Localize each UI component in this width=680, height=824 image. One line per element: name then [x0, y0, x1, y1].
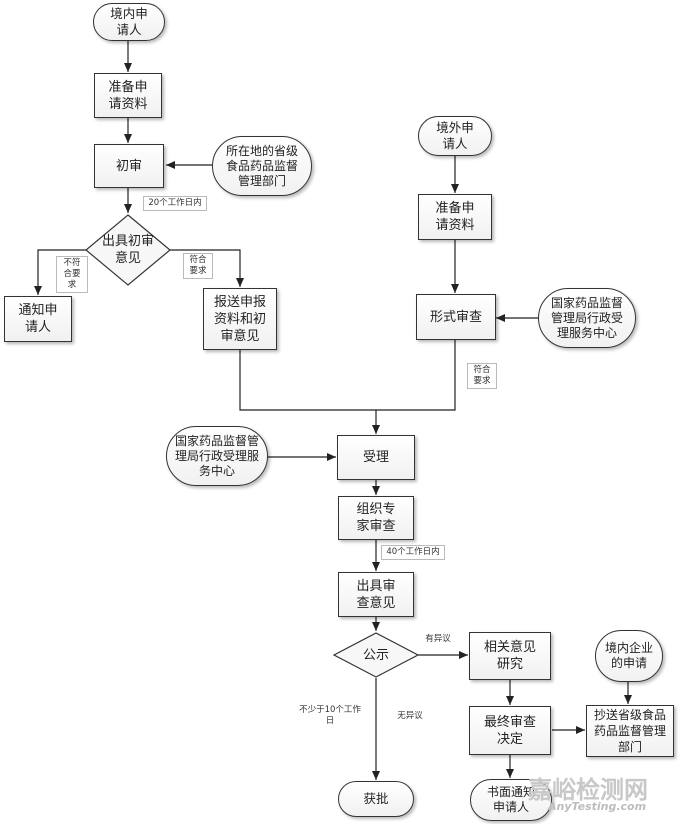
label-not-meet: 不符合要求: [56, 256, 88, 293]
label-min-10-days: 不少于10个工作日: [299, 705, 361, 726]
label-meet-left: 符合要求: [183, 253, 213, 279]
edge-decision-to-notify: [34, 249, 86, 295]
label-meet-right: 符合要求: [467, 363, 497, 389]
node-domestic-enterprise-app: 境内企业的申请: [595, 630, 663, 682]
label-40-days: 40个工作日内: [381, 545, 445, 560]
node-nmpa-center-right: 国家药品监督管理局行政受理服务中心: [538, 288, 636, 348]
node-written-notice: 书面通知申请人: [470, 779, 552, 821]
node-nmpa-center-left: 国家药品监督管理局行政受理服务中心: [166, 426, 268, 486]
node-prepare-materials-left: 准备申请资料: [94, 73, 162, 118]
label-20-days: 20个工作日内: [143, 196, 207, 211]
node-provincial-fda: 所在地的省级食品药品监督管理部门: [212, 136, 312, 196]
node-domestic-applicant: 境内申请人: [93, 3, 165, 41]
node-notify-applicant: 通知申请人: [4, 296, 72, 342]
edge-submit-to-merge: [239, 350, 376, 411]
edge-formal-to-merge: [376, 340, 456, 411]
node-issue-review-opinion: 出具审查意见: [338, 572, 414, 617]
node-acceptance: 受理: [337, 435, 415, 480]
decision-publicity: [332, 632, 420, 678]
node-expert-review: 组织专家审查: [338, 496, 414, 540]
label-objection: 有异议: [425, 634, 451, 644]
node-study-opinions: 相关意见研究: [469, 632, 551, 680]
node-submit-materials: 报送申报资料和初审意见: [203, 288, 277, 350]
node-approval: 获批: [338, 781, 414, 817]
node-formal-review: 形式审查: [416, 294, 496, 340]
node-foreign-applicant: 境外申请人: [418, 116, 492, 156]
node-publicity: 公示: [362, 647, 389, 663]
node-final-decision: 最终审查决定: [469, 706, 551, 755]
node-preliminary-review: 初审: [94, 144, 164, 188]
watermark-brand: 嘉峪检测网: [528, 776, 648, 804]
node-prepare-materials-right: 准备申请资料: [418, 194, 492, 240]
edge-decision-to-submit: [170, 249, 244, 287]
label-no-objection: 无异议: [397, 711, 423, 721]
node-issue-preliminary-opinion: 出具初审意见: [101, 234, 154, 266]
watermark-site: AnyTesting.com: [548, 800, 647, 813]
decision-preliminary-opinion: [85, 214, 171, 286]
node-cc-provincial: 抄送省级食品药品监督管理部门: [586, 705, 674, 757]
